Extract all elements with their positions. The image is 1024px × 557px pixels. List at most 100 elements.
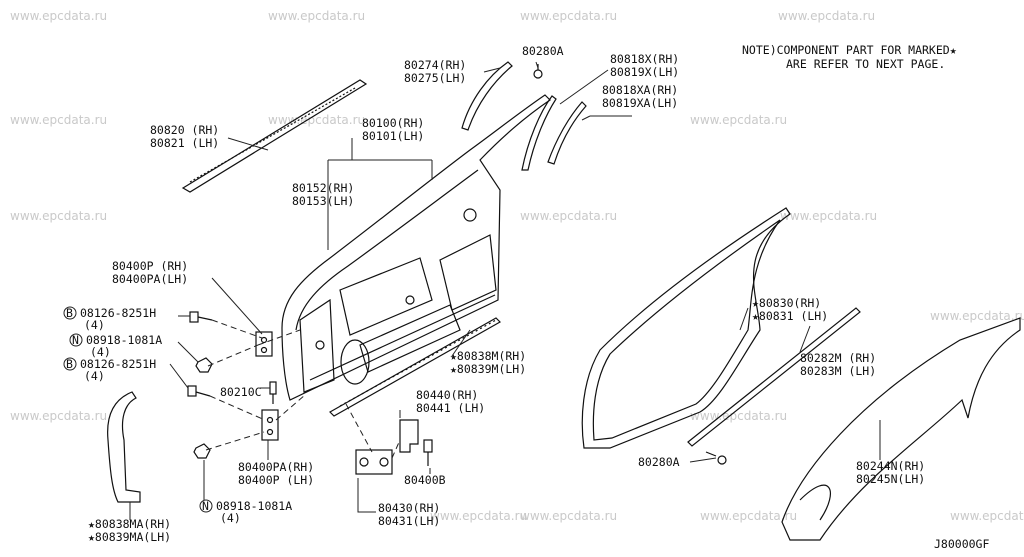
callout-08918-lower-qty: (4) [220, 511, 241, 525]
callout-80210c: 80210C [220, 385, 262, 399]
door-shell-80100 [281, 94, 551, 401]
bolt-08126-lower [187, 385, 211, 397]
watermark: www.epcdata.ru [10, 113, 107, 127]
callout-80153: 80153(LH) [292, 194, 354, 208]
callout-08126-upper-qty: (4) [84, 318, 105, 332]
watermark: www.epcdata.ru [780, 209, 877, 223]
molding-80838m [329, 317, 501, 417]
dashed-guide [209, 395, 266, 421]
watermark: www.epcdata.ru [930, 309, 1024, 323]
callout-80820: 80820 (RH) [150, 123, 219, 137]
watermark: www.epcdata.ru [268, 113, 365, 127]
watermark: www.epcdata.ru [520, 509, 617, 523]
bolt-symbol [63, 357, 77, 371]
callout-80400p-lh: 80400P (LH) [238, 473, 314, 487]
hinge-lower-80400pa [261, 409, 279, 441]
watermark: www.epcdata.ru [520, 209, 617, 223]
watermark: www.epcdata.ru [268, 9, 365, 23]
callout-08126-lower: 08126-8251H [80, 357, 156, 371]
garnish-80244n-detail [799, 484, 831, 521]
leader-lines [129, 61, 881, 520]
callout-80431: 80431(LH) [378, 514, 440, 528]
hinge-upper-80400p [255, 331, 273, 357]
dashed-guide [345, 403, 373, 453]
weatherstrip-80830-inner [592, 219, 781, 441]
molding-strip-80820 [181, 79, 368, 193]
dashed-guide [391, 439, 401, 459]
callout-80280a-bottom: 80280A [638, 455, 680, 469]
weatherstrip-80830 [581, 207, 791, 449]
dashed-guide [275, 394, 306, 421]
callout-80400pa: 80400PA(LH) [112, 272, 188, 286]
callout-80838m: ★80838M(RH) [450, 349, 526, 363]
bracket-80440 [399, 419, 419, 453]
watermark: www.epcdata.ru [700, 509, 797, 523]
callout-80400pa-rh: 80400PA(RH) [238, 460, 314, 474]
callout-80818xa: 80818XA(RH) [602, 83, 678, 97]
bolt-80400b [423, 439, 433, 466]
callout-80818x: 80818X(RH) [610, 52, 679, 66]
callout-80441: 80441 (LH) [416, 401, 485, 415]
callout-80274: 80274(RH) [404, 58, 466, 72]
nut-08918-upper [195, 357, 213, 373]
callout-80839ma: ★80839MA(LH) [88, 530, 171, 544]
dashed-guide [257, 329, 301, 346]
clip-80280a-bottom [705, 451, 727, 465]
nut-symbol [199, 499, 213, 513]
callout-08918-lower: 08918-1081A [216, 499, 292, 513]
callout-80819xa: 80819XA(LH) [602, 96, 678, 110]
callout-80275: 80275(LH) [404, 71, 466, 85]
diagram-code: J80000GF [934, 537, 989, 551]
callout-80283m: 80283M (LH) [800, 364, 876, 378]
callout-80830: ★80830(RH) [752, 296, 821, 310]
nut-08918-lower [193, 443, 211, 459]
watermark: www.epcdata.ru [690, 113, 787, 127]
callout-80282m: 80282M (RH) [800, 351, 876, 365]
dashed-guide [205, 431, 265, 451]
callout-80819x: 80819X(LH) [610, 65, 679, 79]
watermarks: www.epcdata.ru www.epcdata.ru www.epcdat… [10, 9, 1024, 523]
watermark: www.epcdata.ru [10, 409, 107, 423]
bolt-symbol-letter: B [66, 357, 73, 371]
garnish-80244n [781, 317, 1021, 541]
callout-80430: 80430(RH) [378, 501, 440, 515]
callout-08126-lower-qty: (4) [84, 369, 105, 383]
trim-80838ma [107, 391, 141, 503]
callout-08918-upper: 08918-1081A [86, 333, 162, 347]
watermark: www.epcdata.ru [10, 9, 107, 23]
note-line-2: ARE REFER TO NEXT PAGE. [786, 57, 945, 71]
watermark: www.epcdata.ru [690, 409, 787, 423]
callout-80440: 80440(RH) [416, 388, 478, 402]
watermark: www.epcdata.ru [520, 9, 617, 23]
nut-symbol [69, 333, 83, 347]
callout-80152: 80152(RH) [292, 181, 354, 195]
callout-80831: ★80831 (LH) [752, 309, 828, 323]
sash-trim-80274 [461, 61, 513, 131]
callout-80400b: 80400B [404, 473, 446, 487]
callout-80821: 80821 (LH) [150, 136, 219, 150]
watermark: www.epcdata.ru [430, 509, 527, 523]
note-line-1: NOTE)COMPONENT PART FOR MARKED★ [742, 43, 957, 57]
dashed-guide [207, 344, 259, 367]
bolt-symbol-letter: B [66, 306, 73, 320]
sash-80818x [521, 95, 557, 171]
callout-80101: 80101(LH) [362, 129, 424, 143]
callout-80244n: 80244N(RH) [856, 459, 925, 473]
nut-symbol-letter: N [72, 333, 79, 347]
nut-symbol-letter: N [202, 499, 209, 513]
callout-80100: 80100(RH) [362, 116, 424, 130]
callout-80280a: 80280A [522, 44, 564, 58]
watermark: www.epcdata.ru [778, 9, 875, 23]
callout-80838ma: ★80838MA(RH) [88, 517, 171, 531]
check-link-80430 [355, 449, 393, 475]
bolt-08126-upper [189, 311, 213, 323]
callout-80400p: 80400P (RH) [112, 259, 188, 273]
callout-08918-upper-qty: (4) [90, 345, 111, 359]
watermark: www.epcdata.ru [10, 209, 107, 223]
sash-80818xa [547, 101, 587, 165]
watermark: www.epcdata.ru [950, 509, 1024, 523]
callout-08126-upper: 08126-8251H [80, 306, 156, 320]
bolt-symbol [63, 306, 77, 320]
